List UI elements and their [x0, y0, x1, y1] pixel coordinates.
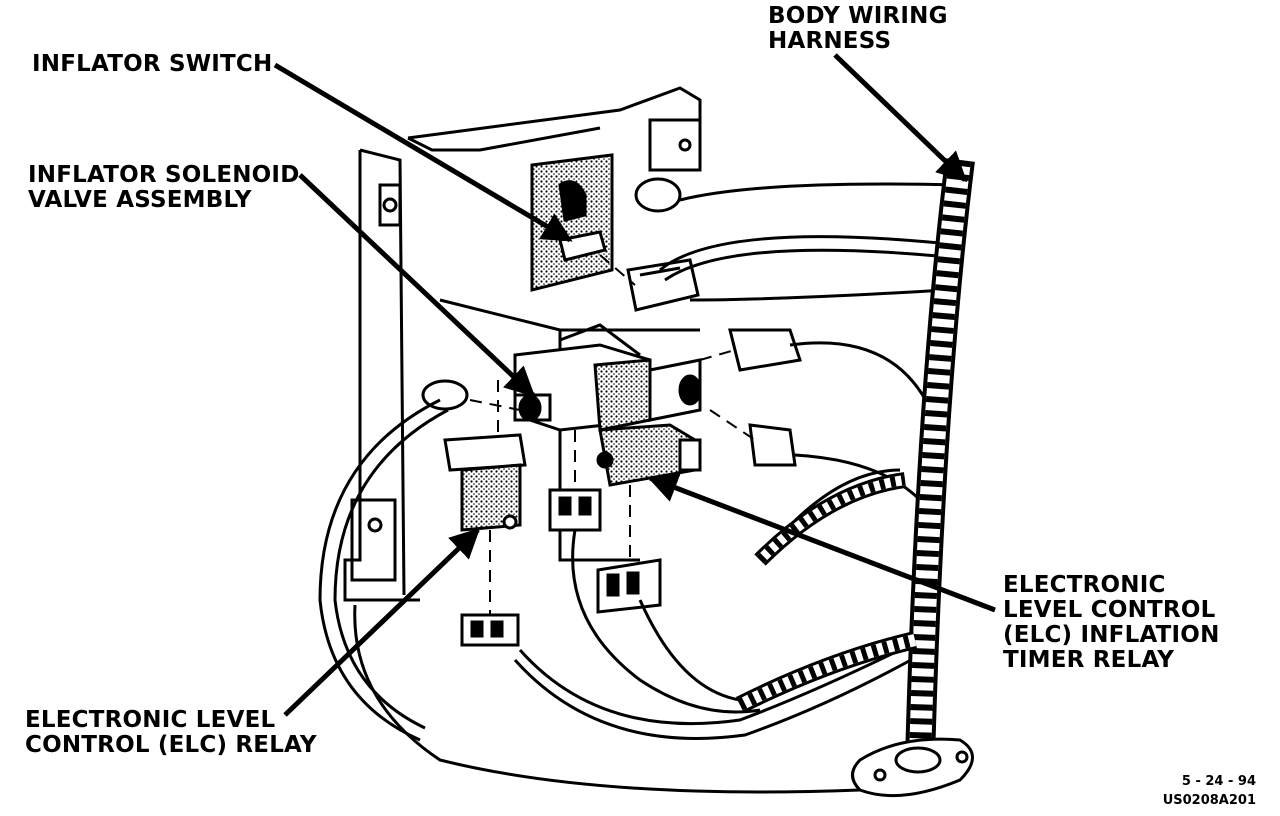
callout-arrows	[273, 53, 996, 717]
inflator-switch-icon	[530, 153, 700, 312]
solenoid-valve-icon	[513, 323, 702, 432]
figure-date: 5 - 24 - 94	[1181, 774, 1256, 789]
harness-wraps	[735, 158, 975, 761]
elc-timer-relay-icon	[596, 423, 702, 487]
grommet-icon	[851, 737, 974, 798]
elc-relay-icon	[443, 433, 527, 532]
assembly-lines	[469, 254, 756, 615]
wires	[318, 182, 961, 742]
figure-code: US0208A201	[1162, 793, 1256, 808]
label-body-wiring-harness: BODY WIRING HARNESS	[768, 3, 948, 54]
connectors	[421, 177, 802, 647]
label-inflator-solenoid-valve-assembly: INFLATOR SOLENOID VALVE ASSEMBLY	[28, 162, 300, 213]
arrow-elc-relay	[283, 527, 481, 717]
label-elc-relay: ELECTRONIC LEVEL CONTROL (ELC) RELAY	[25, 707, 317, 758]
arrow-elc-timer-relay	[647, 473, 996, 613]
label-inflator-switch: INFLATOR SWITCH	[32, 51, 273, 77]
arrow-inflator-solenoid	[298, 173, 536, 398]
figure-stamp: 5 - 24 - 94 US0208A201	[1163, 772, 1256, 810]
arrow-inflator-switch	[273, 62, 573, 243]
body-panel	[343, 86, 901, 794]
label-elc-inflation-timer-relay: ELECTRONIC LEVEL CONTROL (ELC) INFLATION…	[1003, 572, 1220, 673]
arrow-body-wiring-harness	[833, 53, 968, 183]
